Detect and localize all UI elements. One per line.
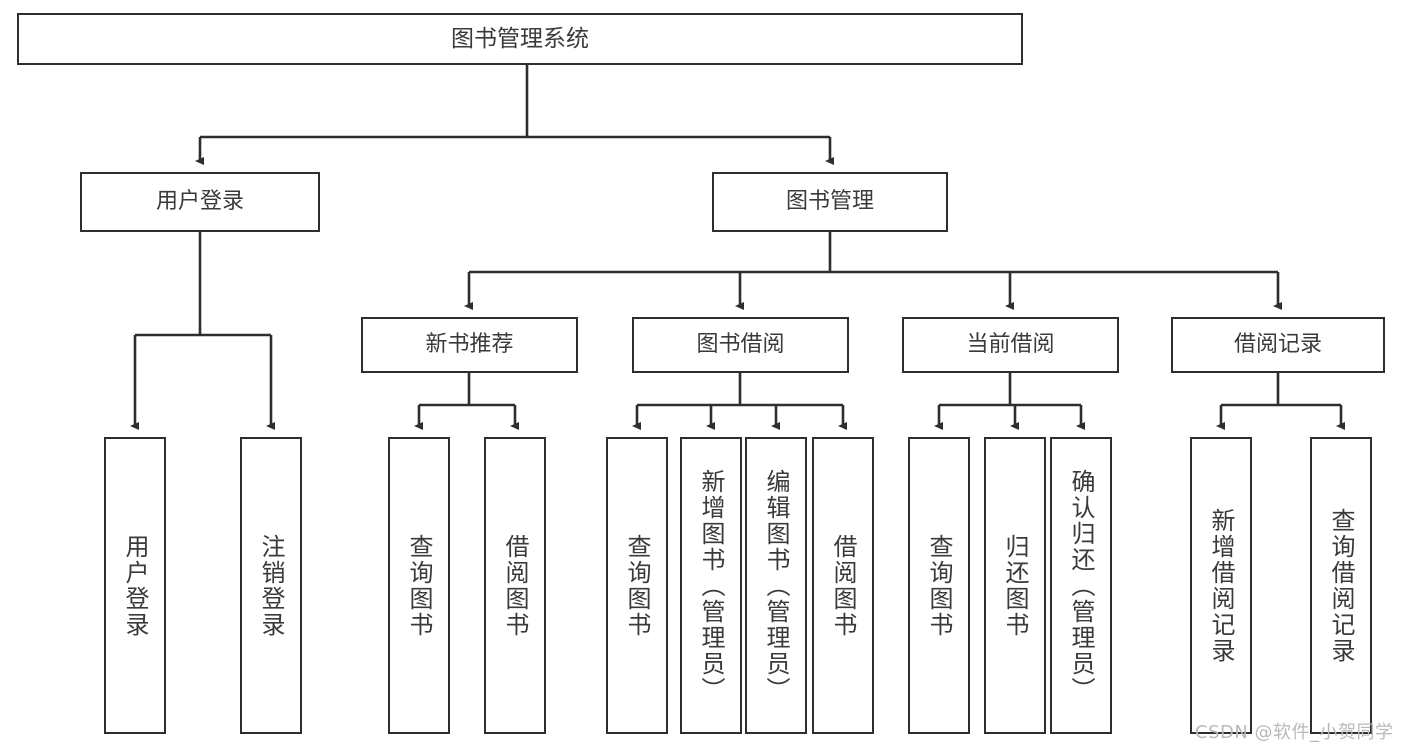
node-level3-2-label: 图书借阅 [696, 332, 785, 358]
node-leaf-4-label: 借阅图书 [501, 533, 529, 638]
node-leaf-10-label: 归还图书 [1001, 533, 1029, 638]
node-leaf-2[interactable]: 注销登录 [240, 437, 302, 734]
node-leaf-6[interactable]: 新增图书（管理员） [680, 437, 742, 734]
node-leaf-1-label: 用户登录 [121, 533, 149, 638]
node-leaf-7[interactable]: 编辑图书（管理员） [745, 437, 807, 734]
node-level2-1-label: 用户登录 [155, 189, 244, 215]
node-leaf-3-label: 查询图书 [405, 533, 433, 638]
node-leaf-13[interactable]: 查询借阅记录 [1310, 437, 1372, 734]
node-level3-1[interactable]: 新书推荐 [361, 317, 578, 373]
node-leaf-12[interactable]: 新增借阅记录 [1190, 437, 1252, 734]
node-leaf-9[interactable]: 查询图书 [908, 437, 970, 734]
node-level2-1[interactable]: 用户登录 [80, 172, 320, 232]
node-leaf-12-label: 新增借阅记录 [1207, 507, 1235, 664]
node-root[interactable]: 图书管理系统 [17, 13, 1023, 65]
watermark-text: CSDN @软件_小贺同学 [1195, 722, 1394, 743]
node-leaf-13-label: 查询借阅记录 [1327, 507, 1355, 664]
node-level3-2[interactable]: 图书借阅 [632, 317, 849, 373]
node-leaf-2-label: 注销登录 [257, 533, 285, 638]
node-level3-4[interactable]: 借阅记录 [1171, 317, 1385, 373]
node-leaf-5[interactable]: 查询图书 [606, 437, 668, 734]
node-leaf-9-label: 查询图书 [925, 533, 953, 638]
node-leaf-8-label: 借阅图书 [829, 533, 857, 638]
node-level3-1-label: 新书推荐 [425, 332, 514, 358]
node-leaf-6-label: 新增图书（管理员） [697, 468, 725, 703]
node-leaf-11-label: 确认归还（管理员） [1067, 468, 1095, 703]
node-leaf-11[interactable]: 确认归还（管理员） [1050, 437, 1112, 734]
node-level3-4-label: 借阅记录 [1233, 332, 1322, 358]
node-leaf-4[interactable]: 借阅图书 [484, 437, 546, 734]
node-leaf-10[interactable]: 归还图书 [984, 437, 1046, 734]
node-leaf-7-label: 编辑图书（管理员） [762, 468, 790, 703]
node-level2-2[interactable]: 图书管理 [712, 172, 948, 232]
node-leaf-5-label: 查询图书 [623, 533, 651, 638]
node-leaf-3[interactable]: 查询图书 [388, 437, 450, 734]
node-level3-3-label: 当前借阅 [966, 332, 1055, 358]
node-level3-3[interactable]: 当前借阅 [902, 317, 1119, 373]
node-level2-2-label: 图书管理 [785, 189, 874, 215]
node-root-label: 图书管理系统 [451, 25, 589, 52]
node-leaf-1[interactable]: 用户登录 [104, 437, 166, 734]
node-leaf-8[interactable]: 借阅图书 [812, 437, 874, 734]
